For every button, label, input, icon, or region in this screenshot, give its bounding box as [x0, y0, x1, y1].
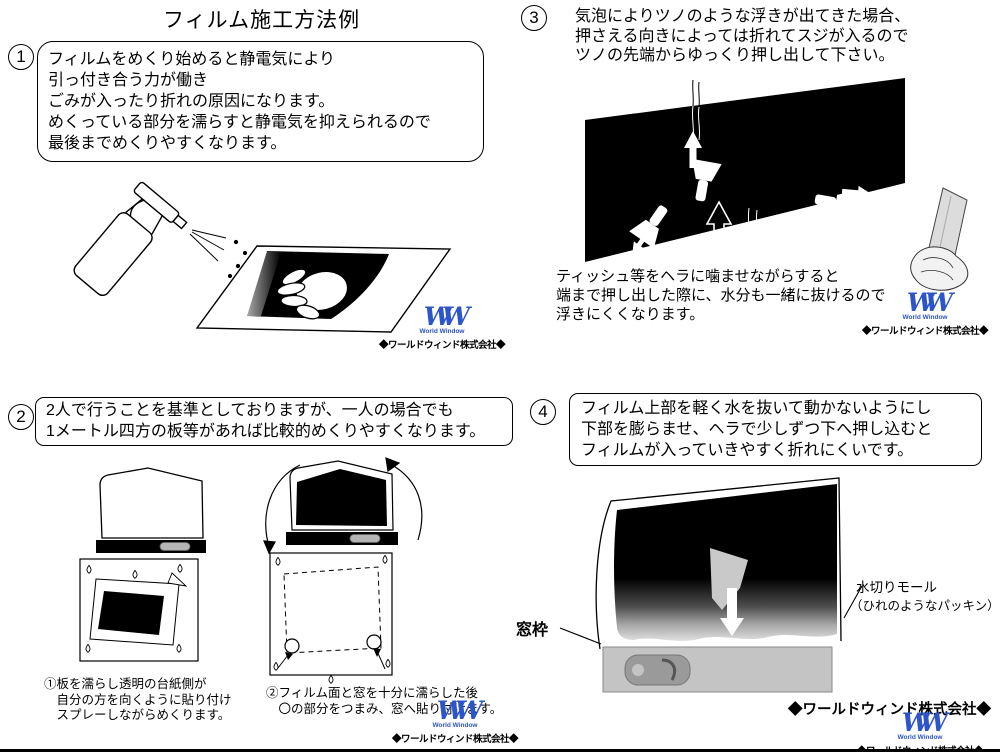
bubble-line: 2人で行うことを基準としておりますが、一人の場合でも	[46, 402, 454, 419]
bubble-line: ごみが入ったり折れの原因になります。	[48, 93, 335, 110]
caption-line: ②フィルム面と窓を十分に濡らした後	[266, 686, 479, 700]
ng-arrow: NG	[705, 200, 733, 255]
backing-board	[269, 552, 393, 676]
car-window	[286, 460, 398, 545]
down-arrow-icon	[720, 588, 744, 636]
company-name: ◆ワールドウィンド株式会社◆	[391, 734, 519, 745]
section1-bubble: フィルムをめくり始めると静電気により 引っ付き合う力が働き ごみが入ったり折れの…	[37, 41, 484, 162]
logo-subtitle: World Window	[432, 722, 478, 729]
text-line: 押さえる向きによっては折れてスジが入るので	[575, 27, 909, 45]
section2-caption-2: ②フィルム面と窓を十分に濡らした後 〇の部分をつまみ、窓へ貼り付けます。	[266, 686, 502, 717]
pinch-point	[366, 634, 382, 650]
page-title: フィルム施工方法例	[163, 9, 361, 32]
world-window-logo: WW	[436, 696, 483, 725]
car-window	[96, 467, 206, 553]
door-handle	[349, 534, 381, 543]
logo-block-4: WW World Window ◆ワールドウィンド株式会社◆	[840, 708, 1000, 752]
section2-illustration-right	[263, 457, 423, 684]
tinted-window	[585, 78, 905, 262]
section3-number: 3	[521, 5, 547, 31]
section2-illustration-left	[79, 467, 206, 662]
logo-subtitle: World Window	[902, 314, 948, 321]
world-window-logo: WW	[906, 288, 953, 317]
world-window-logo: WW	[423, 302, 470, 331]
bubble-line: 1メートル四方の板等があれば比較的めくりやすくなります。	[46, 422, 486, 440]
section1-number: 1	[8, 44, 34, 70]
ng-label: NG	[709, 232, 729, 247]
section4-illustration	[559, 477, 863, 693]
page-bottom-rule	[0, 749, 1000, 752]
text-line: 気泡によりツノのような浮きが出てきた場合、	[575, 8, 911, 25]
leader-line	[843, 585, 863, 619]
company-name: ◆ワールドウィンド株式会社◆	[861, 326, 989, 337]
section1-illustration	[73, 181, 452, 333]
section3-intro: 気泡によりツノのような浮きが出てきた場合、 押さえる向きによっては折れてスジが入…	[575, 7, 910, 66]
pinch-point	[284, 638, 300, 654]
spray-bottle-icon	[73, 181, 188, 297]
leader-line	[559, 627, 602, 645]
company-name: ◆ワールドウィンド株式会社◆	[378, 340, 506, 351]
bubble-line: 下部を膨らませ、ヘラで少しずつ下へ押し込むと	[581, 421, 933, 438]
logo-block-3: WW World Window ◆ワールドウィンド株式会社◆	[845, 288, 1000, 337]
caption-line: 〇の部分をつまみ、窓へ貼り付けます。	[266, 701, 503, 716]
company-name-large: ◆ワールドウィンド株式会社◆	[788, 702, 991, 718]
bubble-line: 引っ付き合う力が働き	[48, 72, 209, 89]
hand-icon	[276, 268, 349, 320]
bubble-line: フィルムが入っていきやすく折れにくいです。	[581, 442, 914, 459]
backing-board	[79, 558, 199, 662]
section2-number: 2	[8, 404, 34, 430]
bubble-line: フィルムをめくり始めると静電気により	[48, 51, 336, 68]
text-line: ツノの先端からゆっくり押し出して下さい。	[575, 47, 895, 64]
section4-number: 4	[530, 399, 556, 425]
logo-block-1: WW World Window ◆ワールドウィンド株式会社◆	[362, 302, 522, 351]
world-window-logo: WW	[901, 708, 948, 737]
caption-line: スプレーしながらめくります。	[44, 708, 231, 722]
molding-sublabel: （ひれのようなパッキン）	[850, 599, 1000, 613]
tissue-squeegee	[910, 187, 969, 291]
logo-subtitle: World Window	[419, 328, 465, 335]
door-body	[602, 646, 833, 693]
bubble-line: 最後までめくりやすくなります。	[48, 135, 287, 152]
text-line: ティッシュ等をヘラに噛ませながらすると	[556, 268, 840, 285]
section3-illustration: NG	[585, 78, 969, 291]
text-line: 端まで押し出した際に、水分も一緒に抜けるので	[556, 287, 886, 304]
molding-label: 水切りモール	[856, 580, 937, 595]
squeegee-silhouette	[710, 548, 748, 610]
caption-line: ①板を濡らし透明の台紙側が	[44, 677, 207, 691]
section2-caption-1: ①板を濡らし透明の台紙側が 自分の方を向くように貼り付け スプレーしながらめくり…	[44, 677, 232, 724]
bubble-line: めくっている部分を濡らすと静電気を抑えられるので	[48, 114, 431, 131]
flip-arrows	[263, 457, 423, 555]
door-handle	[159, 542, 191, 551]
section4-bubble: フィルム上部を軽く水を抜いて動かないようにし 下部を膨らませ、ヘラで少しずつ下へ…	[569, 393, 982, 466]
text-line: 浮きにくくなります。	[556, 306, 705, 323]
bubble-line: フィルム上部を軽く水を抜いて動かないようにし	[581, 400, 932, 417]
logo-subtitle: World Window	[897, 734, 943, 741]
logo-block-2: WW World Window ◆ワールドウィンド株式会社◆	[375, 696, 535, 745]
section3-note: ティッシュ等をヘラに噛ませながらすると 端まで押し出した際に、水分も一緒に抜ける…	[556, 267, 886, 324]
section2-bubble: 2人で行うことを基準としておりますが、一人の場合でも 1メートル四方の板等があれ…	[35, 397, 513, 446]
caption-line: 自分の方を向くように貼り付け	[44, 692, 232, 707]
window-frame-label: 窓枠	[516, 622, 549, 639]
